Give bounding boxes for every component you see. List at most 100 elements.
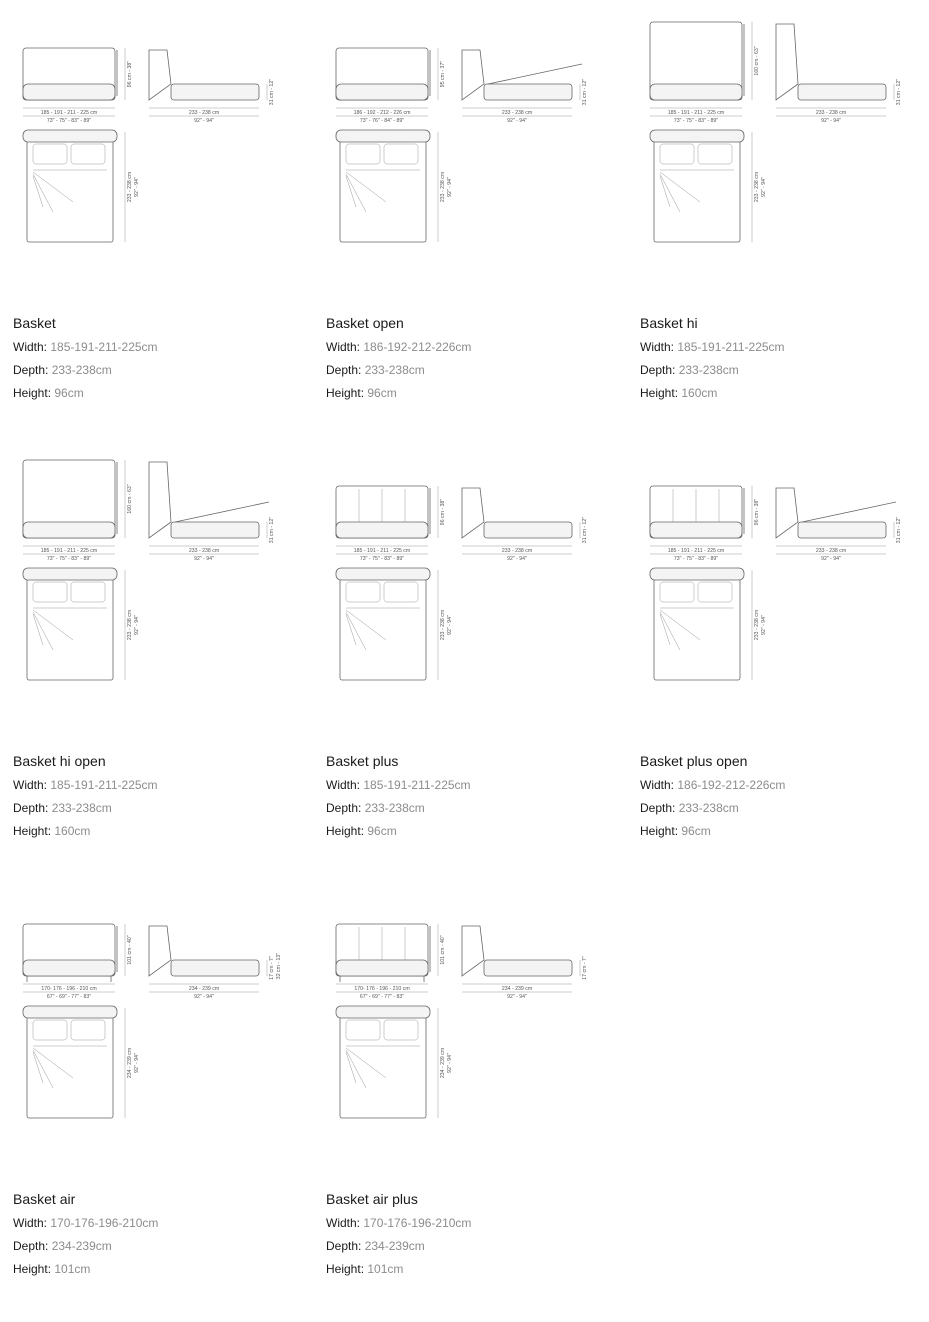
spec-label: Width: (640, 340, 675, 354)
spec-height: Height: 96cm (640, 823, 929, 839)
side-view-drawing (461, 925, 581, 993)
spec-value: 186-192-212-226cm (363, 340, 472, 354)
front-width-cm-label: 185 - 191 - 211 - 225 cm (668, 110, 724, 116)
spec-value: 233-238cm (51, 363, 112, 377)
top-depth-in-label: 92" - 94" (761, 177, 767, 197)
spec-label: Depth: (640, 363, 676, 377)
side-depth-cm-label: 233 - 238 cm (816, 110, 846, 116)
side-depth-in-label: 92" - 94" (821, 556, 841, 562)
front-height-label: 160 cm - 63" (754, 46, 760, 75)
top-depth-in-label: 92" - 94" (447, 615, 453, 635)
spec-width: Width: 185-191-211-225cm (13, 339, 313, 355)
spec-depth: Depth: 233-238cm (640, 800, 929, 816)
spec-width: Width: 185-191-211-225cm (640, 339, 929, 355)
spec-width: Width: 185-191-211-225cm (13, 777, 313, 793)
front-width-in-label: 73" - 76" - 84" - 89" (360, 118, 404, 124)
side-view-drawing (775, 23, 895, 117)
side-height-label: 31 cm - 12" (269, 79, 275, 106)
spec-value: 96cm (367, 824, 397, 838)
model-name: Basket air plus (326, 1191, 418, 1207)
spec-label: Depth: (326, 1239, 362, 1253)
spec-value: 233-238cm (364, 801, 425, 815)
side-view-drawing (775, 487, 897, 555)
spec-value: 101cm (54, 1262, 91, 1276)
spec-value: 101cm (367, 1262, 404, 1276)
top-depth-in-label: 92" - 94" (134, 615, 140, 635)
top-depth-cm-label: 234 - 239 cm (440, 1048, 446, 1078)
side-height-label: 17 cm - 7" (269, 956, 275, 980)
front-view-drawing (649, 21, 753, 117)
spec-value: 160cm (54, 824, 91, 838)
front-width-cm-label: 185 - 191 - 211 - 225 cm (668, 548, 724, 554)
spec-width: Width: 170-176-196-210cm (326, 1215, 626, 1231)
spec-depth: Depth: 234-239cm (13, 1238, 313, 1254)
spec-value: 233-238cm (678, 363, 739, 377)
front-width-cm-label: 185 - 191 - 211 - 225 cm (354, 548, 410, 554)
spec-depth: Depth: 234-239cm (326, 1238, 626, 1254)
side-height-label: 31 cm - 12" (896, 517, 902, 544)
spec-label: Width: (13, 1216, 48, 1230)
front-height-label: 96 cm - 38" (754, 499, 760, 526)
spec-label: Height: (640, 386, 679, 400)
top-view-drawing (22, 129, 126, 243)
spec-depth: Depth: 233-238cm (13, 362, 313, 378)
spec-height: Height: 96cm (326, 823, 626, 839)
top-depth-cm-label: 233 - 238 cm (754, 172, 760, 202)
front-width-cm-label: 170- 176 - 196 - 210 cm (354, 986, 409, 992)
spec-height: Height: 96cm (326, 385, 626, 401)
model-name: Basket hi open (13, 753, 106, 769)
front-view-drawing (22, 923, 126, 993)
front-width-in-label: 73" - 75" - 83" - 89" (360, 556, 404, 562)
spec-label: Height: (326, 1262, 365, 1276)
spec-height: Height: 101cm (13, 1261, 313, 1277)
spec-label: Depth: (13, 801, 49, 815)
top-depth-cm-label: 233 - 238 cm (127, 610, 133, 640)
top-view-drawing (335, 1005, 439, 1119)
front-height-label: 160 cm - 63" (127, 484, 133, 513)
spec-value: 96cm (681, 824, 711, 838)
spec-label: Width: (326, 1216, 361, 1230)
side-view-drawing (148, 461, 270, 555)
spec-value: 234-239cm (51, 1239, 112, 1253)
spec-value: 185-191-211-225cm (50, 340, 158, 354)
model-name: Basket air (13, 1191, 76, 1207)
side-height-label: 17 cm - 7" (582, 956, 588, 980)
spec-label: Depth: (326, 801, 362, 815)
front-width-cm-label: 185 - 191 - 211 - 225 cm (41, 110, 97, 116)
bed-diagram: 186 - 192 - 212 - 226 cm 73" - 76" - 84" … (335, 47, 588, 243)
bed-diagram: 185 - 191 - 211 - 225 cm 73" - 75" - 83" … (335, 485, 588, 681)
spec-value: 160cm (681, 386, 718, 400)
model-name: Basket open (326, 315, 404, 331)
spec-label: Width: (326, 340, 361, 354)
top-depth-in-label: 92" - 94" (447, 1053, 453, 1073)
spec-depth: Depth: 233-238cm (326, 800, 626, 816)
side-depth-in-label: 92" - 94" (507, 556, 527, 562)
model-name: Basket (13, 315, 56, 331)
front-width-cm-label: 186 - 192 - 212 - 226 cm (354, 110, 411, 116)
side-view-drawing (461, 49, 583, 117)
side-depth-in-label: 92" - 94" (507, 994, 527, 1000)
front-view-drawing (335, 923, 439, 993)
front-height-label: 96 cm - 38" (127, 61, 133, 88)
spec-label: Height: (13, 1262, 52, 1276)
top-depth-in-label: 92" - 94" (134, 177, 140, 197)
spec-value: 233-238cm (678, 801, 739, 815)
spec-label: Height: (326, 824, 365, 838)
spec-depth: Depth: 233-238cm (326, 362, 626, 378)
